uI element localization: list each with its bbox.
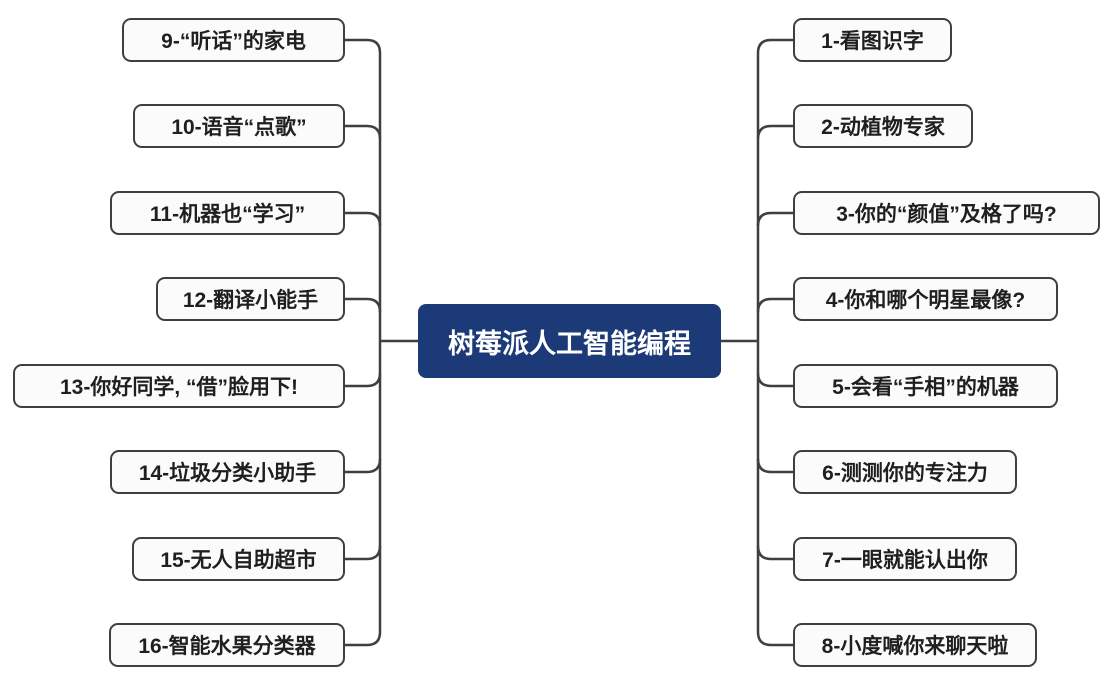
connector-stub-left-14: [345, 458, 382, 474]
branch-node-11[interactable]: 11-机器也“学习”: [110, 191, 345, 235]
branch-node-9[interactable]: 9-“听话”的家电: [122, 18, 345, 62]
branch-node-12[interactable]: 12-翻译小能手: [156, 277, 345, 321]
connector-stub-left-12: [345, 297, 382, 313]
connector-stub-left-15: [345, 545, 382, 561]
connector-stub-right-5: [756, 372, 793, 388]
branch-node-10[interactable]: 10-语音“点歌”: [133, 104, 345, 148]
connector-stub-right-7: [756, 545, 793, 561]
central-topic-node[interactable]: 树莓派人工智能编程: [418, 304, 721, 378]
branch-node-16[interactable]: 16-智能水果分类器: [109, 623, 345, 667]
branch-node-3[interactable]: 3-你的“颜值”及格了吗?: [793, 191, 1100, 235]
branch-node-7[interactable]: 7-一眼就能认出你: [793, 537, 1017, 581]
connector-stub-right-6: [756, 458, 793, 474]
branch-node-1[interactable]: 1-看图识字: [793, 18, 952, 62]
connector-stub-left-10: [345, 124, 382, 140]
branch-node-5[interactable]: 5-会看“手相”的机器: [793, 364, 1058, 408]
branch-node-15[interactable]: 15-无人自助超市: [132, 537, 345, 581]
branch-node-14[interactable]: 14-垃圾分类小助手: [110, 450, 345, 494]
branch-node-4[interactable]: 4-你和哪个明星最像?: [793, 277, 1058, 321]
connector-stub-right-1: [756, 38, 793, 54]
connector-stub-right-8: [756, 631, 793, 647]
connector-stub-right-4: [756, 297, 793, 313]
branch-node-2[interactable]: 2-动植物专家: [793, 104, 973, 148]
branch-node-13[interactable]: 13-你好同学, “借”脸用下!: [13, 364, 345, 408]
connector-stub-left-13: [345, 372, 382, 388]
branch-node-6[interactable]: 6-测测你的专注力: [793, 450, 1017, 494]
connector-stub-right-3: [756, 211, 793, 227]
connector-stub-left-11: [345, 211, 382, 227]
connector-stub-left-16: [345, 631, 382, 647]
connector-stub-right-2: [756, 124, 793, 140]
branch-node-8[interactable]: 8-小度喊你来聊天啦: [793, 623, 1037, 667]
connector-stub-left-9: [345, 38, 382, 54]
